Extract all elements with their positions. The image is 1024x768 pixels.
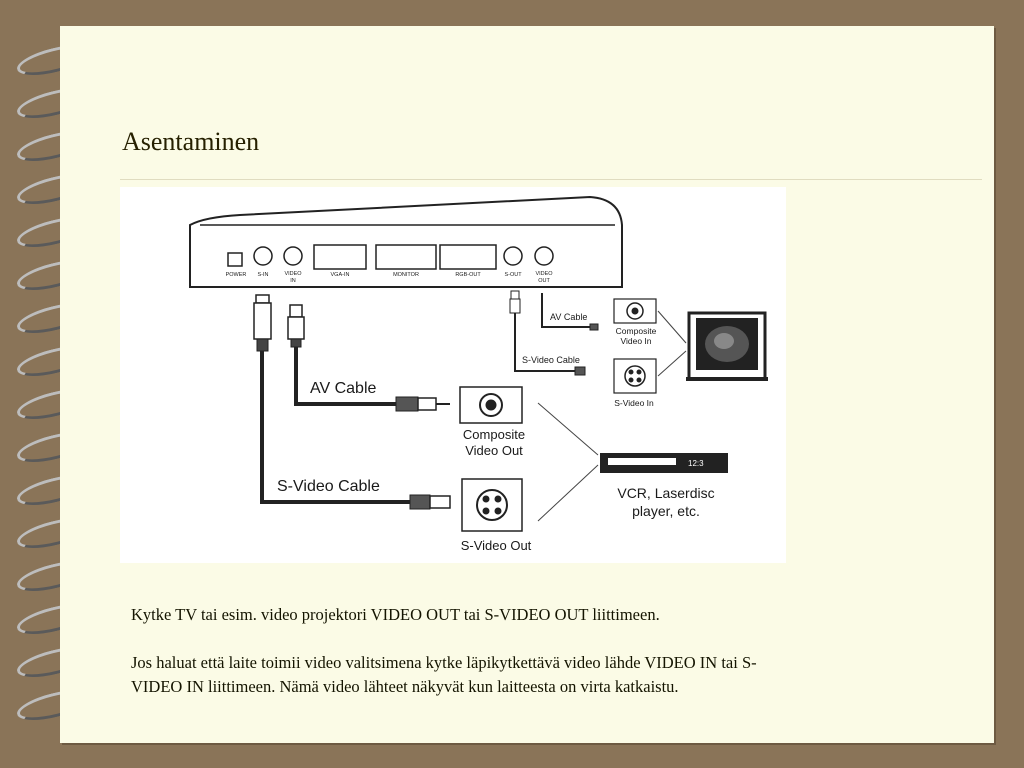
port-label-monitor: MONITOR (393, 272, 419, 278)
port-label-video-in-1: VIDEO (284, 271, 302, 277)
vcr-device: 12:3 (600, 453, 728, 473)
vcr-display-time: 12:3 (688, 459, 704, 468)
av-cable-large (287, 304, 450, 412)
port-label-s-out: S-OUT (504, 272, 522, 278)
port-label-rgb-out: RGB-OUT (455, 272, 481, 278)
av-cable-large-label: AV Cable (310, 380, 377, 397)
av-cable-small (509, 290, 599, 376)
vcr-connector-lines (537, 402, 599, 522)
paragraph-connect-output: Kytke TV tai esim. video projektori VIDE… (131, 605, 660, 624)
svideo-out-jack (461, 478, 523, 532)
power-switch (227, 252, 243, 267)
device-ports (227, 244, 554, 270)
s-out-port (503, 246, 523, 266)
connection-diagram: POWER S-IN VIDEO IN VGA-IN MONITOR RGB-O… (120, 187, 786, 563)
vcr-label-1: VCR, Laserdisc (617, 485, 714, 501)
paragraph-video-selector: Jos haluat että laite toimii video valit… (131, 653, 757, 696)
composite-video-in-jack (613, 298, 657, 324)
port-label-video-in-2: IN (290, 278, 296, 284)
monitor-port (375, 244, 437, 270)
page-title: Asentaminen (122, 127, 260, 156)
svideo-cable-large-label: S-Video Cable (277, 478, 380, 495)
svideo-in-jack (613, 358, 657, 394)
tv-connector-lines (657, 310, 687, 377)
video-out-port (534, 246, 554, 266)
port-label-vga-in: VGA-IN (331, 272, 350, 278)
port-label-video-out-1: VIDEO (535, 271, 553, 277)
composite-video-out-jack (459, 386, 523, 424)
port-label-video-out-2: OUT (538, 278, 550, 284)
title-divider (120, 179, 982, 180)
port-label-s-in: S-IN (258, 272, 269, 278)
port-label-power: POWER (226, 272, 247, 278)
s-in-port (253, 246, 273, 266)
svideo-cable-large (253, 294, 451, 510)
vga-in-port (313, 244, 367, 270)
av-cable-small-label: AV Cable (550, 312, 587, 322)
composite-video-in-label-1: Composite (616, 326, 657, 336)
composite-video-out-label-2: Video Out (465, 443, 523, 458)
rgb-out-port (439, 244, 497, 270)
svideo-in-label: S-Video In (614, 398, 654, 408)
composite-video-out-label-1: Composite (463, 427, 525, 442)
vcr-label-2: player, etc. (632, 503, 700, 519)
composite-video-in-label-2: Video In (620, 336, 651, 346)
svideo-cable-small-label: S-Video Cable (522, 355, 580, 365)
tv-set (686, 311, 768, 381)
video-in-port (283, 246, 303, 266)
body-text: Kytke TV tai esim. video projektori VIDE… (131, 603, 791, 723)
svideo-out-label: S-Video Out (461, 538, 532, 553)
